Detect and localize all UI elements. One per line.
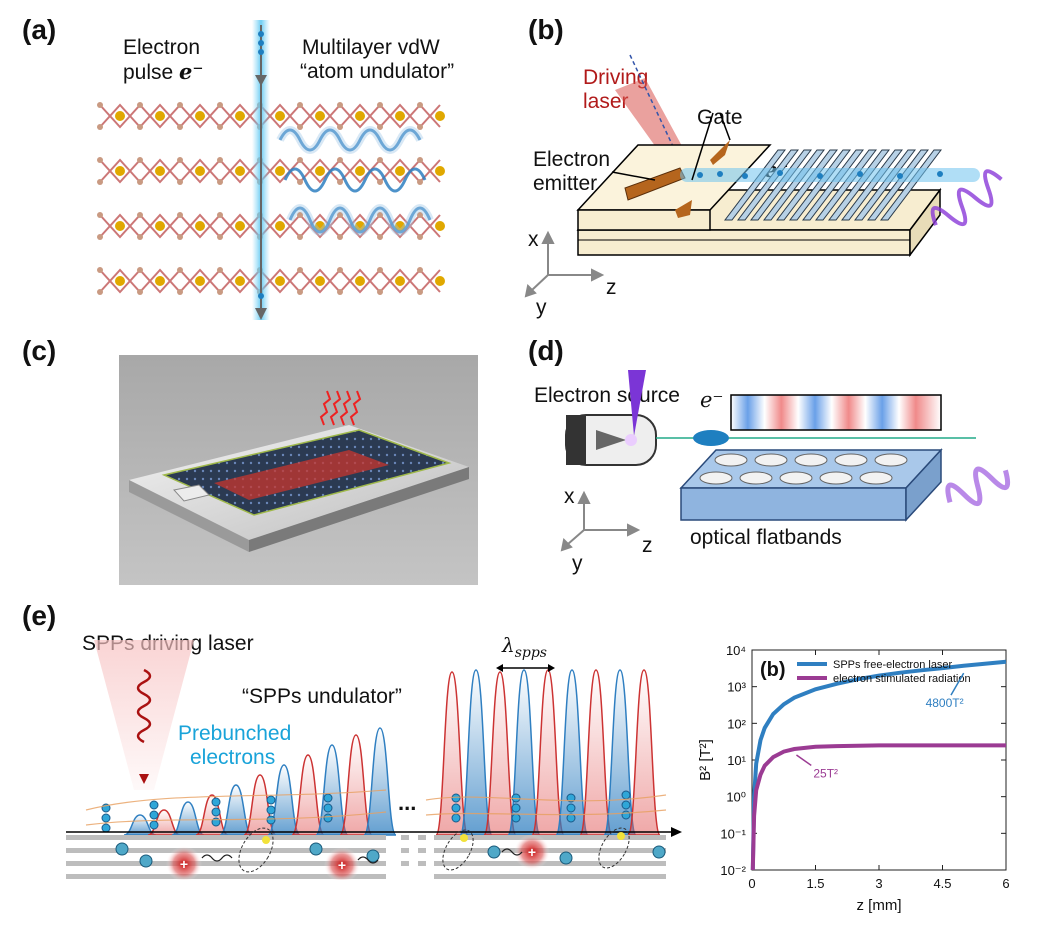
series-line-2	[750, 743, 1006, 871]
electron-pulse-label-line2: pulse e⁻	[123, 60, 204, 85]
y-tick-label: 10⁻¹	[720, 826, 746, 841]
panel-e-label: (e)	[22, 600, 57, 631]
source-laser	[628, 370, 646, 436]
plus-charge-2: +	[338, 857, 346, 873]
prebunched-line2: electrons	[190, 746, 276, 769]
panel-c-render	[119, 355, 478, 585]
y-tick-label: 10⁰	[726, 790, 746, 805]
legend-label-2: electron stimulated radiation	[833, 673, 971, 685]
emitted-waves	[278, 128, 432, 234]
axis-z-b: z	[606, 276, 617, 299]
emission-arrows	[319, 390, 362, 426]
axes-b	[524, 230, 605, 298]
undulator-device-illustration	[524, 54, 1003, 298]
x-axis-label: z [mm]	[857, 897, 902, 914]
electron-pulse-label-line1: Electron	[123, 36, 201, 59]
axis-x-b: x	[528, 228, 539, 251]
excitation-region	[214, 450, 389, 500]
panel-a-label: (a)	[22, 14, 57, 45]
axis-y-d: y	[572, 552, 583, 575]
y-tick-label: 10²	[727, 716, 746, 731]
wavelength-label: λspps	[502, 633, 547, 661]
layered-substrate	[66, 835, 666, 879]
undulator-label-line1: Multilayer vdW	[302, 36, 440, 59]
electron-bunch-d	[693, 430, 729, 446]
vdw-layer-1	[96, 101, 446, 131]
annotation-2-arrow	[796, 754, 812, 767]
annotation-2: 25T²	[813, 766, 838, 780]
laser-cone	[94, 640, 194, 790]
x-tick-label: 1.5	[806, 876, 824, 891]
emitted-radiation-b	[930, 169, 1003, 227]
axis-z-d: z	[642, 534, 653, 557]
lambda-subscript: spps	[514, 645, 547, 661]
panel-d-label: (d)	[528, 335, 564, 366]
electron-beam-b	[680, 168, 980, 182]
lambda-symbol: λ	[502, 633, 515, 657]
vdw-layer-4	[96, 266, 446, 296]
electron-source-label: Electron source	[534, 384, 680, 407]
electron-emitter-line2: emitter	[533, 172, 598, 195]
x-tick-label: 0	[748, 876, 755, 891]
electron-symbol-a: e⁻	[179, 59, 204, 84]
ellipsis: ...	[398, 790, 417, 815]
spps-undulator-illustration: + + +	[66, 640, 682, 880]
y-tick-label: 10¹	[727, 753, 746, 768]
emitted-radiation-d	[945, 466, 1011, 506]
series-line-1	[750, 659, 1007, 871]
plus-charge-3: +	[528, 844, 536, 860]
legend-label-1: SPPs free-electron laser	[833, 659, 953, 671]
undulator-label-line2: “atom undulator”	[300, 60, 455, 83]
y-tick-label: 10⁴	[726, 643, 746, 658]
panel-b-label: (b)	[528, 14, 564, 45]
x-tick-label: 4.5	[933, 876, 951, 891]
flatband-device-illustration	[560, 370, 1011, 552]
chart-panel-label: (b)	[760, 659, 786, 681]
plus-charge-1: +	[180, 856, 188, 872]
gate-tip-2	[710, 140, 730, 165]
optical-flatbands-label: optical flatbands	[690, 526, 842, 549]
magnetic-field-chart: 0 1.5 3 4.5 6 10⁻² 10⁻¹ 10⁰ 10¹ 10² 10³ 10⁴ z [mm] B²…	[697, 643, 1010, 914]
atom-undulator-illustration	[96, 20, 446, 320]
annotation-1: 4800T²	[926, 696, 964, 710]
electron-pulse-word: pulse	[123, 61, 174, 84]
x-tick-label: 3	[875, 876, 882, 891]
x-tick-label: 6	[1002, 876, 1009, 891]
panel-c-label: (c)	[22, 335, 57, 366]
grating	[723, 149, 943, 221]
prebunched-line1: Prebunched	[178, 722, 292, 745]
axes-d	[560, 490, 641, 552]
gate-label: Gate	[697, 106, 743, 129]
spps-undulator-label: “SPPs undulator”	[242, 685, 402, 708]
y-tick-label: 10⁻²	[720, 863, 746, 878]
driving-laser-line2: laser	[583, 90, 629, 113]
gate-tip-1	[675, 200, 692, 218]
electron-emitter-line1: Electron	[533, 148, 611, 171]
axis-x-d: x	[564, 485, 575, 508]
field-peaks	[123, 669, 661, 836]
axis-y-b: y	[536, 296, 547, 319]
plot-area	[751, 649, 1007, 871]
annotation-1-arrow	[950, 672, 965, 696]
y-tick-label: 10³	[727, 680, 746, 695]
y-axis-label: B² [T²]	[697, 739, 714, 781]
electron-symbol-d: e⁻	[700, 388, 724, 412]
charges: + + +	[115, 827, 666, 880]
field-pattern-panel	[730, 394, 942, 431]
vdw-layer-2	[96, 156, 446, 186]
